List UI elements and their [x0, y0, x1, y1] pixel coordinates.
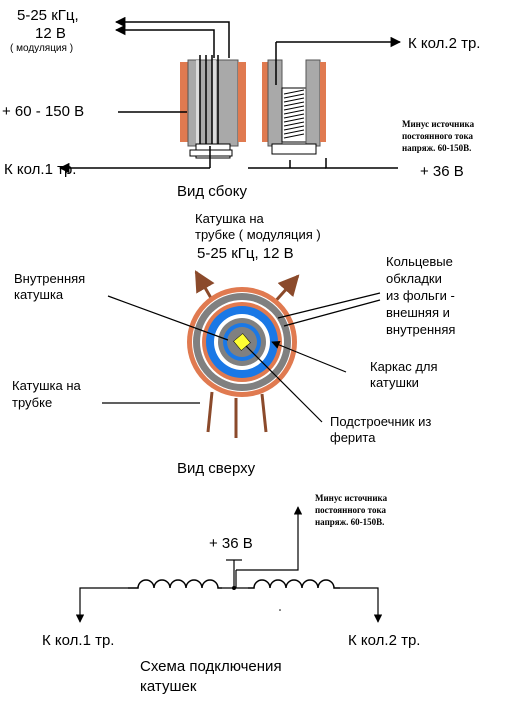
- schem-caption-line1: Схема подключения: [140, 658, 282, 675]
- top-inner-coil-line1: Внутренняя: [14, 271, 85, 286]
- top-tube-line2: трубке: [12, 395, 52, 410]
- side-caption: Вид сбоку: [177, 183, 247, 200]
- top-rings-line2: обкладки: [386, 271, 442, 286]
- top-tube-coil-line3: 5-25 кГц, 12 В: [197, 245, 294, 262]
- right-coil-side: [262, 42, 326, 155]
- coil-1-symbol: [128, 579, 222, 589]
- top-rings-line5: внутренняя: [386, 322, 455, 337]
- schem-minus-line3: напряж. 60-150В.: [315, 517, 384, 527]
- top-tube-line1: Катушка на: [12, 378, 82, 393]
- side-minus-line3: напряж. 60-150В.: [402, 143, 471, 153]
- top-ferrite-line2: ферита: [330, 430, 376, 445]
- top-caption: Вид сверху: [177, 460, 256, 477]
- coil-2-symbol: [248, 579, 340, 589]
- top-tube-coil-line1: Катушка на: [195, 211, 265, 226]
- top-rings-line4: внешняя и: [386, 305, 450, 320]
- side-minus-line1: Минус источника: [402, 119, 475, 129]
- top-rings-line3: из фольги -: [386, 288, 455, 303]
- side-modulation-line3: ( модуляция ): [10, 43, 73, 54]
- schematic: Минус источника постоянного тока напряж.…: [42, 493, 420, 695]
- side-plus36: + 36 В: [420, 163, 464, 180]
- side-plus-voltage: + 60 - 150 В: [2, 103, 84, 120]
- top-inner-coil-line2: катушка: [14, 287, 64, 302]
- side-modulation-line1: 5-25 кГц,: [17, 7, 79, 24]
- top-frame-line2: катушки: [370, 375, 419, 390]
- top-frame-line1: Каркас для: [370, 359, 438, 374]
- top-tube-coil-line2: трубке ( модуляция ): [195, 227, 321, 242]
- side-view: 5-25 кГц, 12 В ( модуляция ) + 60 - 150 …: [2, 7, 480, 200]
- top-ferrite-line1: Подстроечник из: [330, 414, 431, 429]
- schem-plus36: + 36 В: [209, 535, 253, 552]
- top-rings-line1: Кольцевые: [386, 254, 453, 269]
- side-minus-line2: постоянного тока: [402, 131, 474, 141]
- schem-caption-line2: катушек: [140, 678, 197, 695]
- side-coil1-label: К кол.1 тр.: [4, 161, 76, 178]
- side-coil2-label: К кол.2 тр.: [408, 35, 480, 52]
- left-coil-side: [180, 55, 246, 168]
- side-modulation-line2: 12 В: [35, 25, 66, 42]
- top-view: Катушка на трубке ( модуляция ) 5-25 кГц…: [12, 211, 455, 477]
- schem-minus-line2: постоянного тока: [315, 505, 387, 515]
- schem-minus-line1: Минус источника: [315, 493, 388, 503]
- schem-coil2-label: К кол.2 тр.: [348, 632, 420, 649]
- schem-coil1-label: К кол.1 тр.: [42, 632, 114, 649]
